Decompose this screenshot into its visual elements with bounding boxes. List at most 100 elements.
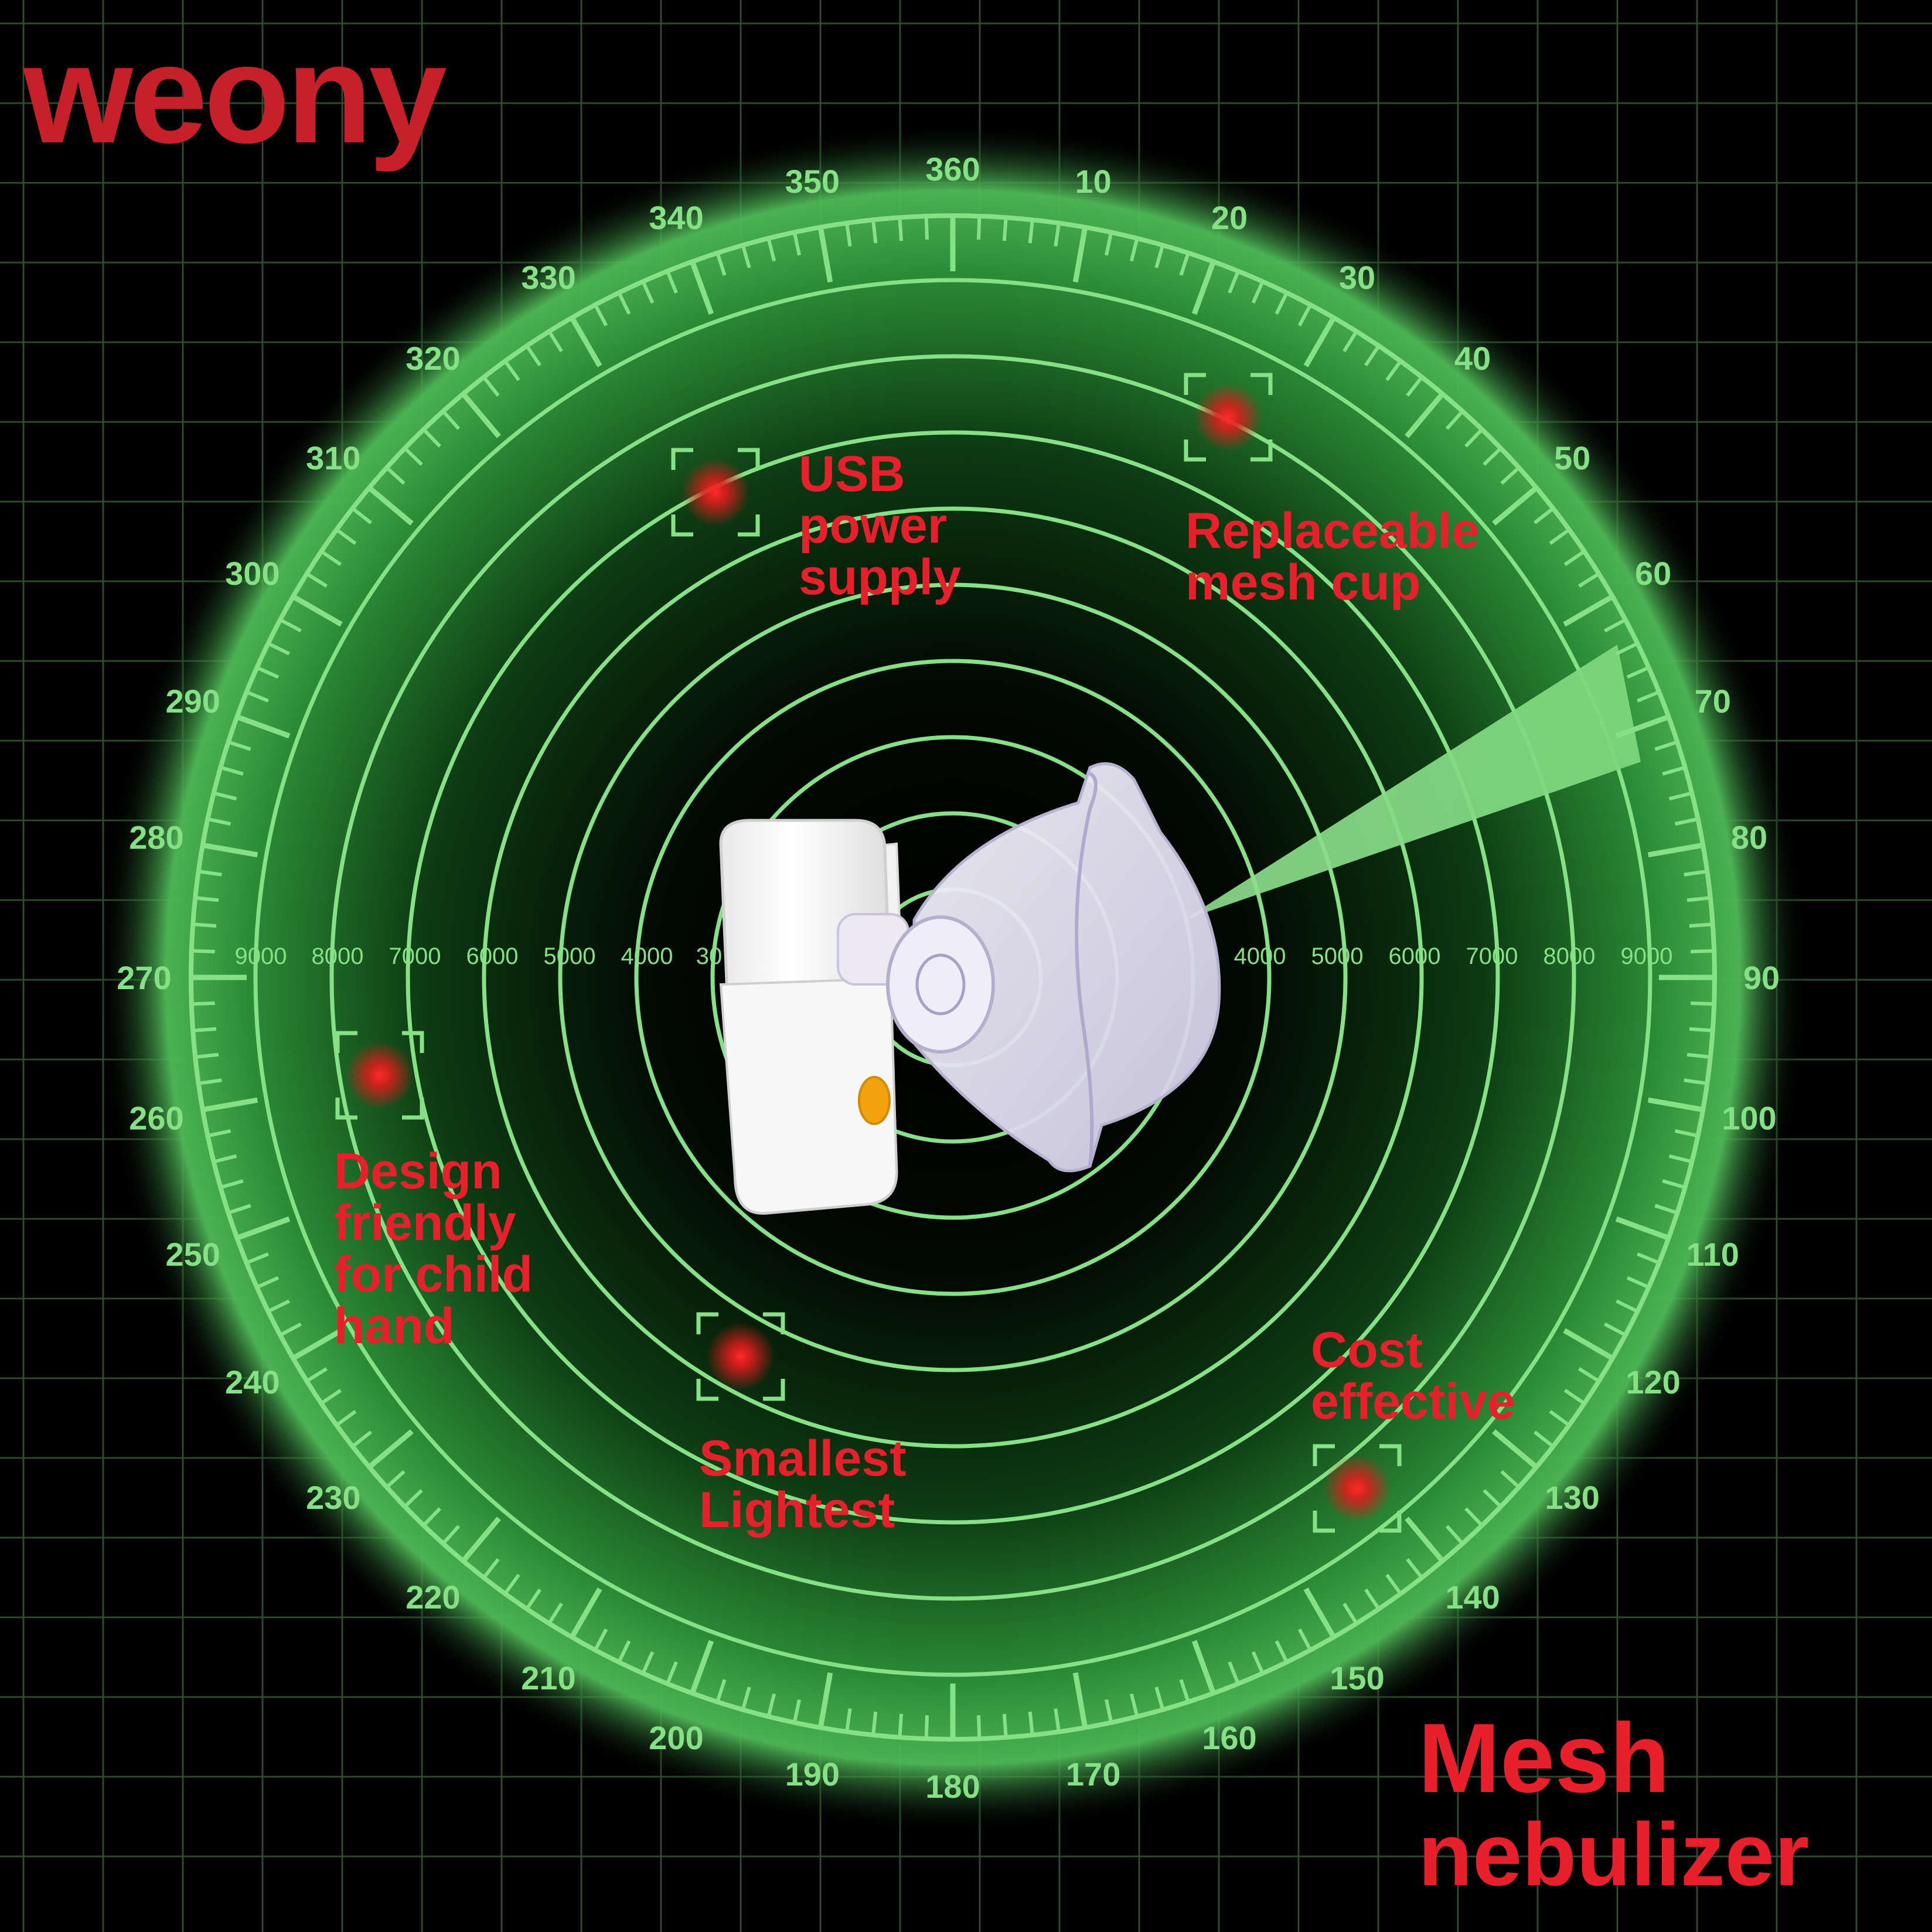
compass-tick bbox=[690, 1640, 714, 1695]
compass-tick bbox=[1549, 528, 1570, 545]
compass-ticks bbox=[191, 216, 1715, 1739]
compass-tick bbox=[191, 949, 215, 954]
compass-tick bbox=[1464, 1507, 1484, 1527]
compass-tick bbox=[1445, 410, 1464, 430]
range-label: 5000 bbox=[544, 943, 596, 969]
compass-tick bbox=[845, 1708, 852, 1732]
compass-tick bbox=[1072, 226, 1088, 283]
compass-tick bbox=[461, 1517, 501, 1563]
range-label: 8000 bbox=[1543, 943, 1596, 969]
degree-label: 270 bbox=[117, 959, 171, 996]
compass-tick bbox=[198, 870, 222, 877]
degree-label: 140 bbox=[1445, 1579, 1500, 1616]
product-name: Mesh nebulizer bbox=[1418, 1708, 1809, 1902]
compass-tick bbox=[385, 466, 406, 485]
compass-tick bbox=[320, 550, 342, 566]
compass-tick bbox=[246, 1252, 269, 1265]
compass-tick bbox=[1637, 690, 1660, 703]
compass-tick bbox=[305, 572, 328, 588]
range-label: 6000 bbox=[466, 943, 519, 969]
compass-tick bbox=[845, 223, 852, 247]
compass-tick bbox=[547, 330, 563, 353]
degree-label: 30 bbox=[1339, 259, 1375, 296]
compass-tick bbox=[1647, 1097, 1704, 1113]
compass-tick bbox=[1577, 1367, 1600, 1383]
compass-tick bbox=[191, 1001, 215, 1006]
degree-label: 230 bbox=[306, 1479, 360, 1516]
compass-tick bbox=[503, 1573, 520, 1595]
compass-tick bbox=[1689, 1027, 1713, 1033]
compass-tick bbox=[207, 817, 231, 826]
compass-tick bbox=[1549, 1410, 1570, 1427]
degree-label: 170 bbox=[1066, 1756, 1120, 1793]
compass-tick bbox=[1406, 1558, 1423, 1579]
compass-tick bbox=[1577, 572, 1600, 588]
degree-label: 180 bbox=[925, 1768, 980, 1805]
compass-tick bbox=[1406, 376, 1423, 397]
feature-line: mesh cup bbox=[1185, 554, 1421, 611]
feature-cost-effective: Cost effective bbox=[1311, 1324, 1515, 1427]
degree-label: 360 bbox=[925, 151, 980, 188]
compass-tick bbox=[1654, 740, 1678, 751]
compass-tick bbox=[202, 842, 258, 858]
degree-label: 310 bbox=[306, 439, 360, 476]
compass-tick bbox=[220, 1179, 244, 1190]
compass-tick bbox=[198, 1078, 222, 1085]
compass-tick bbox=[1275, 292, 1289, 315]
range-label: 7000 bbox=[389, 943, 441, 969]
compass-tick bbox=[1662, 1179, 1686, 1190]
target-bracket bbox=[696, 1312, 785, 1401]
feature-line: effective bbox=[1311, 1374, 1515, 1430]
compass-tick bbox=[236, 714, 291, 739]
range-label: 4000 bbox=[621, 943, 673, 969]
compass-tick bbox=[525, 345, 541, 367]
degree-label: 220 bbox=[406, 1579, 460, 1616]
nebulizer-device-icon bbox=[719, 762, 1221, 1215]
compass-tick bbox=[220, 765, 244, 776]
compass-tick bbox=[898, 1713, 904, 1738]
target-marker bbox=[1313, 1444, 1402, 1533]
compass-tick bbox=[351, 1430, 372, 1448]
compass-tick bbox=[503, 360, 520, 381]
compass-tick bbox=[227, 1204, 251, 1215]
compass-tick bbox=[1604, 1322, 1627, 1337]
radar-sweep-beam bbox=[1184, 645, 1641, 920]
compass-tick bbox=[766, 1693, 776, 1718]
compass-tick bbox=[1483, 447, 1502, 466]
degree-label: 350 bbox=[785, 163, 840, 200]
compass-tick bbox=[1275, 1640, 1289, 1663]
compass-tick bbox=[617, 292, 631, 315]
compass-tick bbox=[1604, 618, 1627, 633]
range-label: 6000 bbox=[1389, 943, 1441, 969]
compass-tick bbox=[1191, 1640, 1216, 1695]
compass-tick bbox=[367, 1429, 414, 1470]
range-ring bbox=[558, 582, 1348, 1372]
compass-tick bbox=[1251, 1651, 1265, 1674]
compass-tick bbox=[1105, 1699, 1113, 1723]
compass-tick bbox=[1615, 1216, 1670, 1241]
compass-tick bbox=[1615, 714, 1670, 739]
degree-label: 100 bbox=[1722, 1100, 1776, 1137]
target-dot bbox=[682, 458, 749, 526]
feature-line: Replaceable bbox=[1185, 503, 1480, 559]
range-label: 30 bbox=[696, 943, 723, 969]
radar-targets bbox=[335, 373, 1402, 1533]
compass-tick bbox=[403, 1489, 423, 1508]
compass-tick bbox=[1054, 1708, 1061, 1732]
compass-tick bbox=[256, 666, 280, 679]
compass-tick bbox=[1364, 345, 1381, 367]
compass-tick bbox=[1028, 1711, 1034, 1736]
range-ring bbox=[406, 430, 1500, 1525]
compass-tick bbox=[1674, 817, 1699, 826]
compass-tick bbox=[641, 1651, 655, 1674]
target-bracket bbox=[335, 1031, 424, 1120]
compass-tick bbox=[1228, 1661, 1240, 1685]
degree-label: 300 bbox=[225, 555, 280, 592]
compass-tick bbox=[1563, 594, 1614, 627]
compass-tick bbox=[1626, 666, 1650, 679]
compass-tick bbox=[1616, 1299, 1638, 1313]
compass-tick bbox=[1251, 281, 1265, 304]
compass-tick bbox=[525, 1588, 541, 1610]
compass-tick bbox=[461, 392, 501, 438]
